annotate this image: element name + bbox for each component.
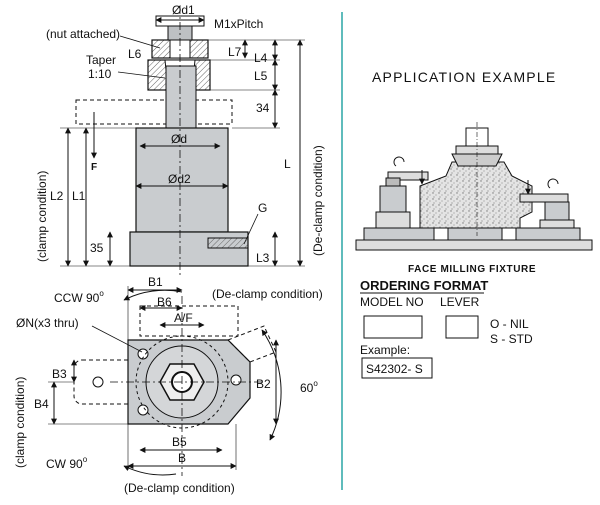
top-view: CCW 90o CW 90o B1 B6 A/F ØN(x3 thru) B3 …	[13, 275, 323, 495]
label-d2: Ød2	[168, 172, 191, 186]
top-flange-declamp	[227, 325, 277, 363]
label-declamp-top: (De-clamp condition)	[212, 287, 323, 301]
ccw-arc	[123, 289, 183, 301]
example-value: S42302- S	[366, 362, 423, 376]
label-m1-pitch: M1xPitch	[214, 17, 263, 31]
label-l5: L5	[254, 69, 268, 83]
ordering-format: ORDERING FORMAT MODEL NO LEVER O - NIL S…	[360, 278, 533, 379]
label-35: 35	[90, 241, 104, 255]
ordering-title: ORDERING FORMAT	[360, 278, 488, 293]
mount-hole-2	[137, 404, 149, 416]
cw-arc	[123, 465, 177, 476]
label-b6: B6	[157, 295, 172, 309]
declamp-outline	[139, 305, 239, 337]
label-declamp-bottom: (De-clamp condition)	[124, 481, 235, 495]
label-b3: B3	[52, 367, 67, 381]
label-b: B	[178, 451, 186, 465]
label-l1: L1	[72, 189, 86, 203]
label-declamp-condition-side: (De-clamp condition)	[311, 145, 325, 256]
label-l3: L3	[256, 251, 270, 265]
label-l4: L4	[254, 51, 268, 65]
label-l6: L6	[128, 47, 142, 61]
label-60: 60o	[300, 379, 318, 395]
lever-option-nil: O - NIL	[490, 317, 529, 331]
model-no-label: MODEL NO	[360, 295, 424, 309]
label-clamp-left: (clamp condition)	[13, 377, 27, 468]
declamp-lever-hole	[92, 376, 104, 388]
mount-hole-3	[230, 374, 242, 386]
lever-box	[445, 315, 479, 339]
base-flange	[129, 231, 249, 267]
label-b1: B1	[148, 275, 163, 289]
port-g	[207, 237, 249, 249]
fixture-caption: FACE MILLING FIXTURE	[408, 264, 536, 275]
label-ccw: CCW 90o	[54, 289, 104, 305]
label-n-holes: ØN(x3 thru)	[16, 316, 79, 330]
fixture-illustration	[355, 122, 593, 251]
label-l2: L2	[50, 189, 64, 203]
label-l: L	[284, 157, 291, 171]
label-taper: Taper	[86, 53, 116, 67]
declamp-arm	[75, 99, 233, 125]
label-af: A/F	[174, 311, 193, 325]
shaft	[165, 65, 197, 131]
lever-label: LEVER	[440, 295, 480, 309]
sixty-arc	[261, 329, 282, 441]
example-label: Example:	[360, 343, 410, 357]
label-clamp-condition-side: (clamp condition)	[35, 171, 49, 262]
side-view: (nut attached) Ød1 M1xPitch L6 L7 L4 Tap…	[35, 3, 325, 276]
label-b2: B2	[256, 377, 271, 391]
application-heading: APPLICATION EXAMPLE	[372, 69, 556, 85]
label-d: Ød	[171, 132, 187, 146]
label-cw: CW 90o	[46, 455, 88, 471]
label-b5: B5	[172, 435, 187, 449]
example-box	[361, 357, 433, 379]
label-l7: L7	[228, 45, 242, 59]
label-taper-ratio: 1:10	[88, 67, 112, 81]
lever-option-std: S - STD	[490, 332, 533, 346]
label-d1: Ød1	[172, 3, 195, 17]
label-b4: B4	[34, 397, 49, 411]
label-nut-attached: (nut attached)	[46, 27, 120, 41]
label-34: 34	[256, 101, 270, 115]
model-no-box	[363, 315, 423, 339]
label-g: G	[258, 201, 267, 215]
label-f: F	[91, 162, 97, 173]
